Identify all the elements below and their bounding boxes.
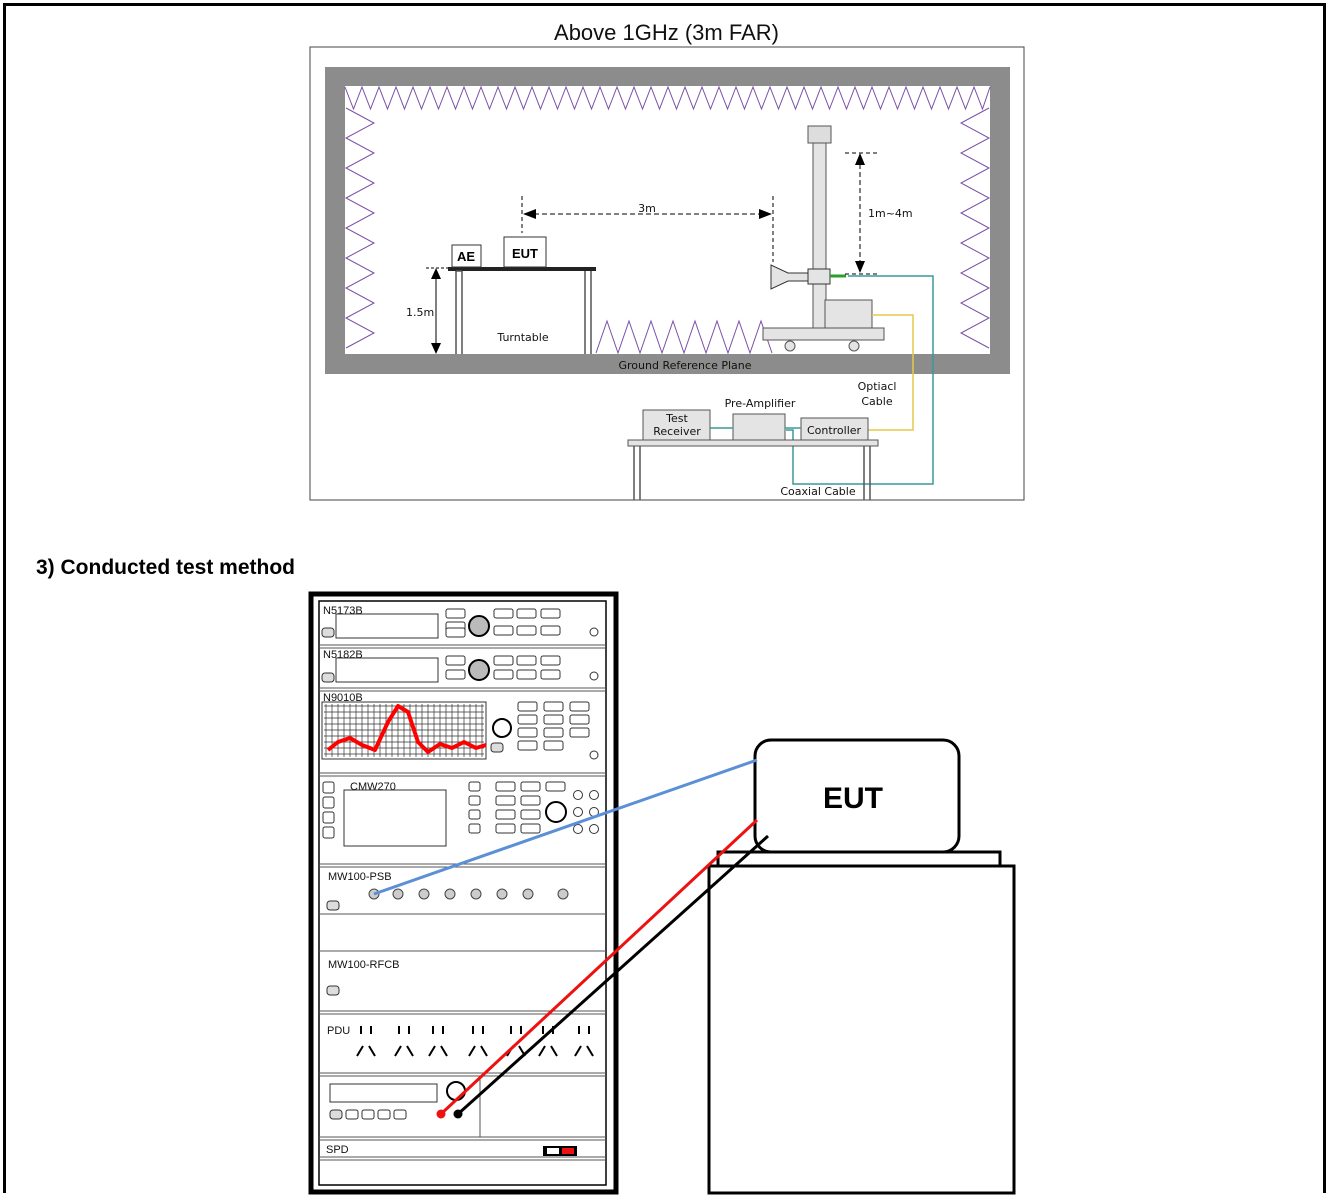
knob-3 [492, 718, 512, 738]
unit-label-pdu: PDU [327, 1025, 350, 1037]
ae-label: AE [457, 249, 475, 264]
eut-label-radiated: EUT [512, 246, 538, 261]
display-4 [343, 789, 447, 847]
keypad-2 [445, 655, 561, 680]
height-range-label: 1m~4m [868, 207, 913, 220]
unit-label-mw100-rfcb: MW100-RFCB [328, 959, 400, 971]
rack-unit-mw100-psb: MW100-PSB [326, 871, 569, 911]
port-2 [589, 671, 599, 681]
turntable-label: Turntable [496, 331, 548, 344]
ports-5 [368, 888, 569, 900]
power-cable-black [456, 834, 770, 1116]
absorber-top [344, 85, 991, 111]
absorber-right [959, 107, 991, 349]
table-top [448, 267, 596, 271]
table-legs [455, 270, 592, 354]
ae-box [451, 244, 482, 268]
test-receiver-label-1: Test [665, 412, 688, 425]
section-heading: 3) Conducted test method [36, 556, 296, 579]
rack-unit-pdu: PDU [327, 1025, 594, 1057]
knob-4 [545, 801, 567, 823]
absorber-floor [595, 319, 773, 355]
test-receiver-label-2: Receiver [653, 425, 701, 438]
eut-table-body [707, 864, 1016, 1195]
keypad-3 [517, 701, 590, 751]
eut-box-radiated [503, 236, 547, 268]
red-terminal [436, 1109, 446, 1119]
rack-unit-n5182b: N5182B [321, 649, 599, 683]
coaxial-cable [786, 275, 934, 485]
rack-unit-power-supply [329, 1076, 481, 1137]
rf-cable [373, 758, 758, 896]
diagram-title: Above 1GHz (3m FAR) [554, 20, 779, 45]
optical-cable-label-1: Optiacl [858, 380, 897, 393]
spectrum-trace [326, 704, 487, 754]
power-button-5 [326, 900, 340, 911]
display-1 [335, 613, 439, 639]
eut-label: EUT [823, 782, 883, 815]
spd-switch-white [547, 1148, 559, 1154]
absorber-left [344, 107, 376, 349]
mast-top [807, 125, 832, 144]
side-buttons-4 [322, 781, 335, 839]
coaxial-cable-label: Coaxial Cable [780, 485, 855, 498]
controller-box [800, 417, 869, 441]
rack-unit-cmw270: CMW270 [322, 781, 599, 847]
mast-motor-box [824, 299, 873, 329]
unit-label-mw100-psb: MW100-PSB [328, 871, 392, 883]
distance-label: 3m [638, 202, 656, 215]
keypad-4 [468, 781, 566, 834]
eut-box [753, 738, 961, 854]
power-cable-red [439, 818, 759, 1116]
power-button-2 [321, 672, 335, 683]
spd-switch [543, 1146, 577, 1156]
ground-plane-label: Ground Reference Plane [618, 359, 751, 372]
antenna-mount [807, 268, 831, 285]
eut-table-top [716, 850, 1002, 868]
rack-unit-mw100-rfcb: MW100-RFCB [326, 959, 400, 996]
pre-amplifier-label: Pre-Amplifier [725, 397, 796, 410]
bench-top [627, 439, 879, 447]
eut-table [707, 850, 1016, 1195]
unit-label-n9010b: N9010B [323, 692, 363, 704]
test-receiver-box [642, 409, 711, 441]
power-button-6 [326, 985, 340, 996]
controller-label: Controller [807, 424, 862, 437]
chamber [325, 67, 1010, 374]
mast-pole [812, 142, 827, 329]
black-terminal [453, 1109, 463, 1119]
display-8 [329, 1083, 438, 1103]
antenna-mast [762, 125, 885, 352]
mast-base [762, 327, 885, 341]
knob-1 [468, 615, 490, 637]
keypad-1 [445, 608, 561, 638]
optical-cable [868, 314, 914, 431]
knob-8 [446, 1081, 466, 1101]
port-3 [589, 750, 599, 760]
pdu-sockets [356, 1026, 594, 1057]
rack-unit-n9010b: N9010B [321, 692, 599, 760]
page-frame [3, 3, 1326, 1193]
table-height-label: 1.5m [406, 306, 434, 319]
knob-2 [468, 659, 490, 681]
pre-amplifier-box [732, 413, 786, 441]
rack-unit-n5173b: N5173B [321, 605, 599, 639]
height-1p5m-arrow [426, 267, 448, 354]
height-range-arrow [845, 152, 880, 275]
ports-4 [573, 790, 599, 834]
keypad-8 [329, 1109, 407, 1120]
turntable-table [448, 267, 596, 354]
spd-switch-red [562, 1148, 574, 1154]
power-button-1 [321, 627, 335, 638]
port-1 [589, 627, 599, 637]
horn-antenna [770, 264, 809, 290]
unit-label-spd: SPD [326, 1144, 349, 1156]
power-button-3 [490, 742, 504, 753]
rack-unit-spd: SPD [326, 1144, 577, 1156]
distance-arrow [521, 196, 774, 262]
display-2 [335, 657, 439, 683]
optical-cable-label-2: Cable [861, 395, 892, 408]
